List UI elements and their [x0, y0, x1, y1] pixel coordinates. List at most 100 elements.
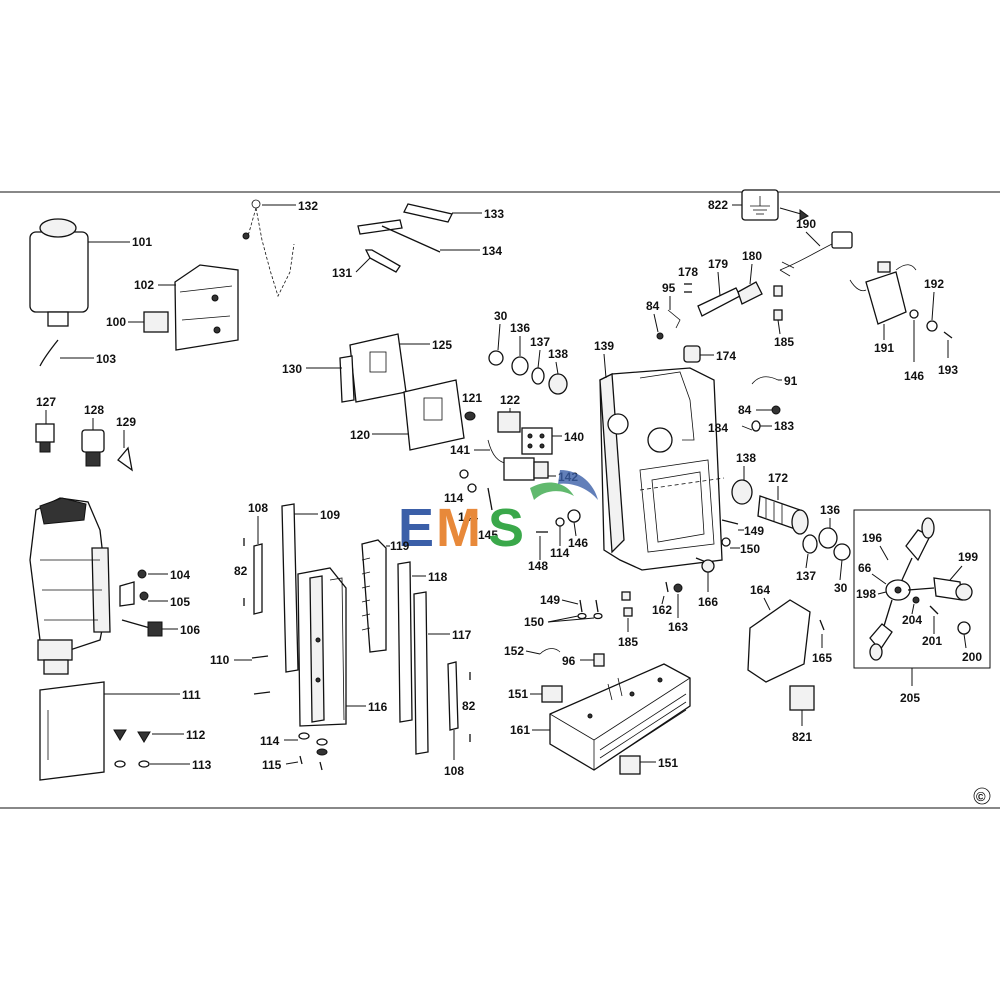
part-116-slide [297, 567, 347, 727]
part-84-nut-a [656, 332, 664, 340]
part-151-label-a [541, 685, 563, 703]
label-180: 180 [742, 249, 762, 263]
part-117-rail [413, 591, 429, 755]
part-178-screws [684, 283, 692, 293]
label-112: 112 [186, 728, 206, 742]
label-165: 165 [812, 651, 832, 665]
part-131-hex-key [364, 249, 401, 273]
part-152-spring [539, 648, 561, 655]
label-149a: 149 [744, 524, 764, 538]
part-84-nut [771, 405, 781, 415]
label-82a: 82 [234, 564, 248, 578]
label-102: 102 [134, 278, 154, 292]
part-106-bolt [121, 619, 163, 637]
label-141: 141 [450, 443, 470, 457]
part-122-pad [497, 411, 521, 433]
label-822: 822 [708, 198, 728, 212]
label-151b: 151 [658, 756, 678, 770]
label-192: 192 [924, 277, 944, 291]
watermark-letter-e: E [398, 498, 434, 558]
part-149-screws-b [579, 599, 599, 613]
label-119: 119 [390, 539, 410, 553]
label-96: 96 [562, 654, 576, 668]
label-178: 178 [678, 265, 698, 279]
part-drill-motor [29, 497, 111, 675]
label-146a: 146 [904, 369, 924, 383]
part-174-strain-relief [683, 345, 701, 363]
part-201-screw [929, 605, 939, 615]
label-120: 120 [350, 428, 370, 442]
label-128: 128 [84, 403, 104, 417]
label-146b: 146 [568, 536, 588, 550]
label-114a: 114 [444, 491, 464, 505]
part-146-washer-c [909, 309, 919, 319]
part-146-washer [567, 509, 581, 523]
label-104: 104 [170, 568, 190, 582]
part-113-washers [114, 760, 150, 768]
label-122: 122 [500, 393, 520, 407]
label-144: 144 [458, 510, 478, 524]
part-136-washer [511, 356, 529, 376]
label-201: 201 [922, 634, 942, 648]
part-108-strip-b [447, 661, 459, 731]
part-110-screw-b [253, 691, 271, 695]
label-199: 199 [958, 550, 978, 564]
label-121: 121 [462, 391, 482, 405]
watermark-letter-m: M [436, 498, 481, 558]
label-145: 145 [478, 528, 498, 542]
part-179-cord-protector [697, 287, 741, 317]
label-101: 101 [132, 235, 152, 249]
label-821: 821 [792, 730, 812, 744]
label-115: 115 [262, 758, 282, 772]
part-30-ring [488, 350, 504, 366]
label-129: 129 [116, 415, 136, 429]
label-84a: 84 [646, 299, 660, 313]
label-30a: 30 [494, 309, 508, 323]
part-180-sleeve [737, 281, 763, 305]
label-131: 131 [332, 266, 352, 280]
label-200: 200 [962, 650, 982, 664]
part-150-washers-b [577, 612, 603, 620]
label-136b: 136 [820, 503, 840, 517]
label-109: 109 [320, 508, 340, 522]
feed-handle-inset-box [853, 509, 991, 669]
part-204-ball [912, 596, 920, 604]
label-91: 91 [784, 374, 798, 388]
label-149b: 149 [540, 593, 560, 607]
label-133: 133 [484, 207, 504, 221]
label-134: 134 [482, 244, 502, 258]
part-193-screw [943, 331, 953, 339]
label-114b: 114 [550, 546, 570, 560]
part-125-plate [339, 333, 407, 403]
label-84b: 84 [738, 403, 752, 417]
part-109-gib [281, 503, 299, 673]
label-130: 130 [282, 362, 302, 376]
watermark-logo: E M S [398, 470, 598, 558]
label-183: 183 [774, 419, 794, 433]
label-105: 105 [170, 595, 190, 609]
label-125: 125 [432, 338, 452, 352]
label-136a: 136 [510, 321, 530, 335]
part-132-chain [242, 199, 295, 298]
part-140-box [521, 427, 553, 455]
label-185a: 185 [774, 335, 794, 349]
label-139: 139 [594, 339, 614, 353]
part-133-134-tools [357, 203, 453, 253]
label-103: 103 [96, 352, 116, 366]
part-114-washer-b [555, 517, 565, 527]
part-121-nut [464, 411, 476, 421]
label-95: 95 [662, 281, 676, 295]
watermark-letter-s: S [488, 498, 524, 558]
part-172-spindle [757, 495, 809, 535]
label-137b: 137 [796, 569, 816, 583]
part-151-label-b [619, 755, 641, 775]
part-120-plate [403, 379, 465, 451]
part-91-spring [751, 376, 779, 385]
label-198: 198 [856, 587, 876, 601]
part-119-rack [361, 539, 387, 653]
part-118-rail [397, 561, 413, 723]
part-127-switch [35, 423, 55, 453]
part-104-screw [137, 569, 147, 579]
label-150b: 150 [524, 615, 544, 629]
